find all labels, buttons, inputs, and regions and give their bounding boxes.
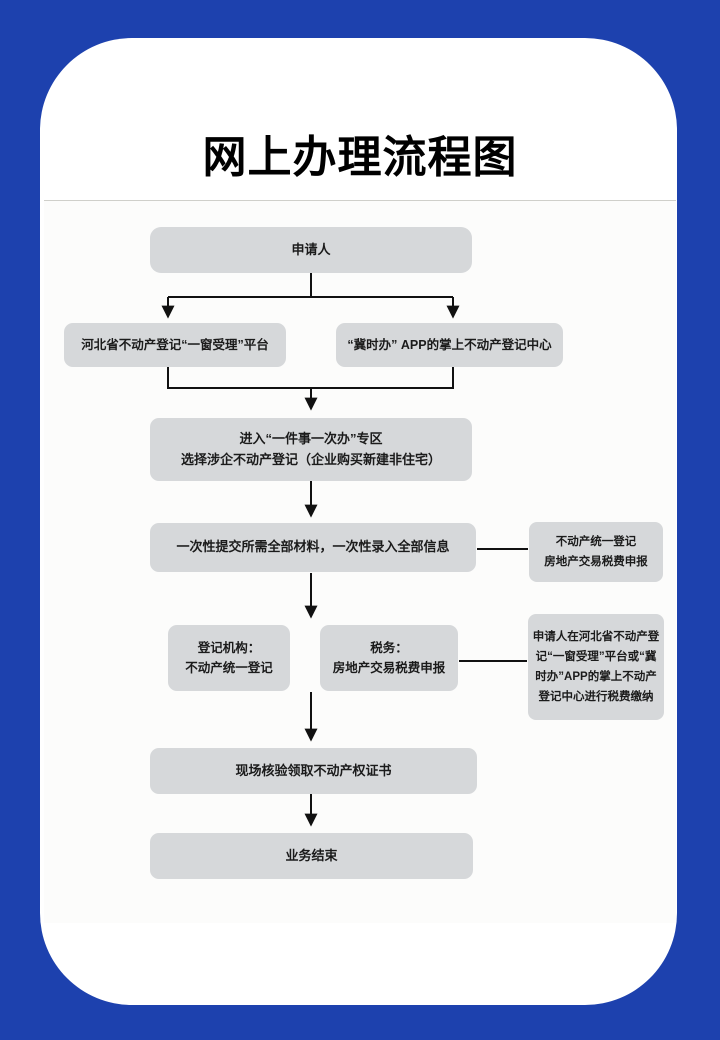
node-tax-office: 税务： 房地产交易税费申报 — [320, 625, 458, 691]
node-side-payment-line1: 申请人在河北省不动产登 — [532, 630, 660, 643]
node-applicant: 申请人 — [150, 227, 472, 273]
node-jishiban-app: “冀时办” APP的掌上不动产登记中心 — [336, 323, 563, 367]
node-one-thing-zone-line1: 进入“一件事一次办”专区 — [239, 430, 383, 446]
node-registry-agency: 登记机构： 不动产统一登记 — [168, 625, 290, 691]
node-side-payment-line2: 记“一窗受理”平台或“冀 — [535, 650, 657, 663]
node-business-end: 业务结束 — [150, 833, 473, 879]
node-registry-agency-line1: 登记机构： — [197, 641, 261, 655]
node-side-registration: 不动产统一登记 房地产交易税费申报 — [529, 522, 663, 582]
node-side-registration-line2: 房地产交易税费申报 — [544, 556, 648, 568]
node-jishiban-app-label: “冀时办” APP的掌上不动产登记中心 — [347, 338, 552, 352]
node-tax-office-line2: 房地产交易税费申报 — [332, 661, 446, 675]
node-one-thing-zone-line2: 选择涉企不动产登记（企业购买新建非住宅） — [180, 451, 441, 467]
node-side-payment-line4: 登记中心进行税费缴纳 — [538, 691, 654, 704]
node-hebei-platform-label: 河北省不动产登记“一窗受理”平台 — [81, 338, 269, 352]
node-registry-agency-line2: 不动产统一登记 — [185, 661, 273, 675]
page-title: 网上办理流程图 — [202, 133, 518, 183]
node-side-payment-line3: 时办”APP的掌上不动产 — [535, 671, 657, 683]
node-submit-materials-label: 一次性提交所需全部材料，一次性录入全部信息 — [176, 539, 450, 555]
node-applicant-label: 申请人 — [291, 241, 331, 257]
node-one-thing-zone: 进入“一件事一次办”专区 选择涉企不动产登记（企业购买新建非住宅） — [150, 418, 472, 481]
node-business-end-label: 业务结束 — [285, 847, 338, 863]
node-submit-materials: 一次性提交所需全部材料，一次性录入全部信息 — [150, 523, 476, 572]
node-onsite-verification-label: 现场核验领取不动产权证书 — [235, 762, 392, 778]
node-onsite-verification: 现场核验领取不动产权证书 — [150, 748, 477, 794]
node-side-payment: 申请人在河北省不动产登 记“一窗受理”平台或“冀 时办”APP的掌上不动产 登记… — [528, 614, 664, 720]
node-hebei-platform: 河北省不动产登记“一窗受理”平台 — [64, 323, 286, 367]
node-side-registration-line1: 不动产统一登记 — [555, 535, 637, 548]
node-tax-office-line1: 税务： — [370, 641, 408, 655]
